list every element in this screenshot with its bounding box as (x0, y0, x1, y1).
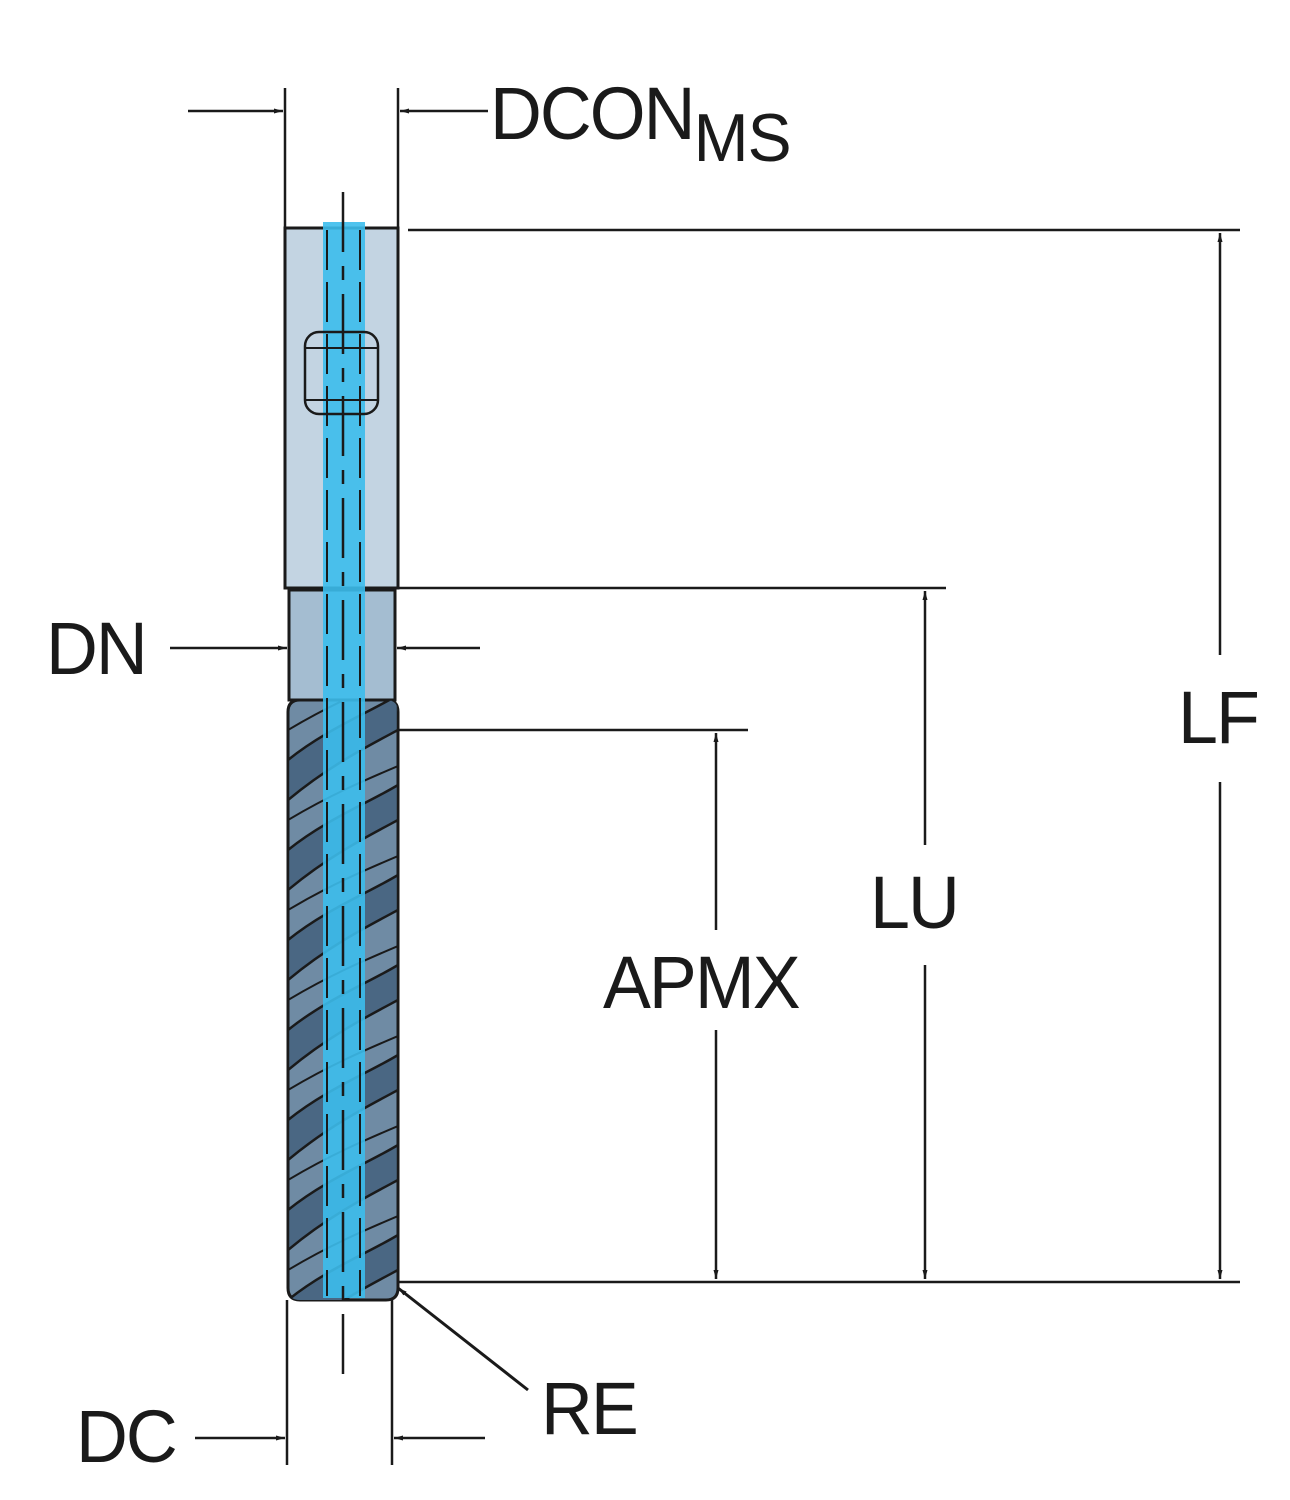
shank-flat (303, 330, 380, 416)
dcon-label: DCONMS (490, 77, 792, 173)
re-leader-arrow (397, 1286, 529, 1392)
dcon-label-text: DCON (490, 72, 696, 155)
re-label: RE (541, 1367, 639, 1450)
coolant-channel (323, 192, 365, 1385)
dc-label: DC (76, 1395, 178, 1478)
lu-label: LU (870, 861, 960, 944)
extension-lines (283, 88, 1240, 1465)
apmx-label: APMX (603, 941, 801, 1024)
dn-label: DN (46, 607, 148, 690)
lf-label: LF (1178, 676, 1260, 759)
dcon-label-subscript: MS (693, 100, 792, 176)
